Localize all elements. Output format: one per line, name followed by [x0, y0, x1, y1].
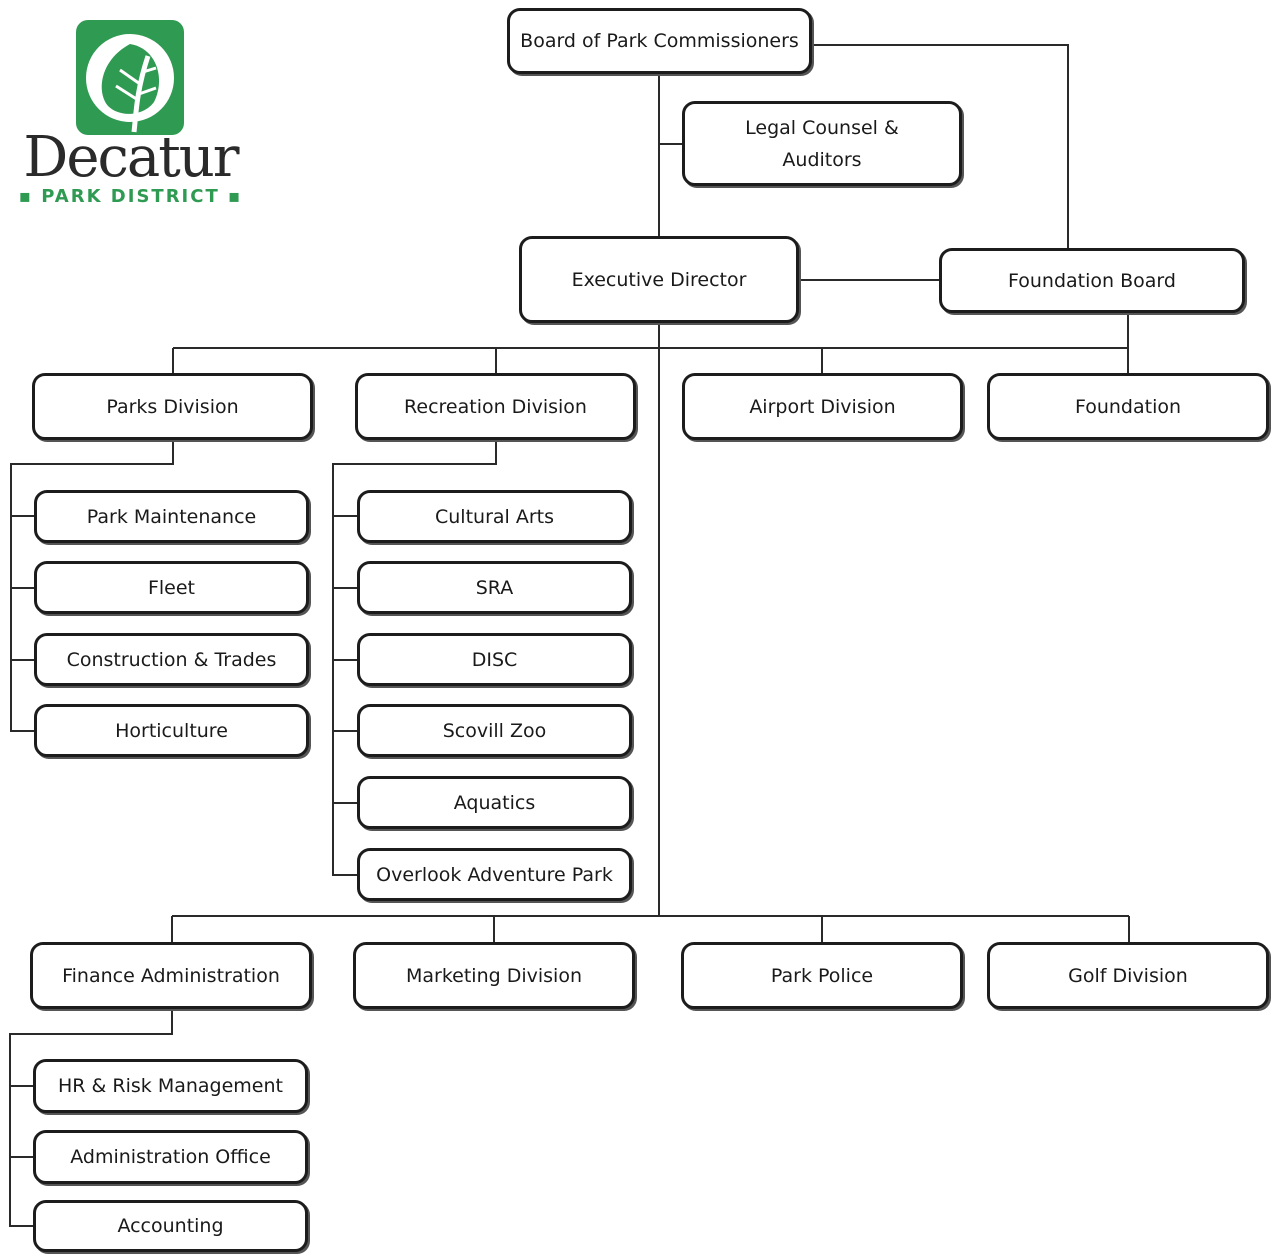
- node-label: Foundation: [1074, 395, 1182, 418]
- node-administration-office: Administration Office: [33, 1130, 308, 1184]
- node-overlook-adventure-park: Overlook Adventure Park: [357, 848, 632, 901]
- node-fleet: Fleet: [34, 561, 309, 614]
- node-hr-risk-management: HR & Risk Management: [33, 1059, 308, 1113]
- node-label-line1: Legal Counsel &: [745, 116, 899, 139]
- node-horticulture: Horticulture: [34, 704, 309, 757]
- node-legal-counsel-auditors: Legal Counsel & Auditors: [682, 101, 962, 186]
- node-label: Finance Administration: [62, 964, 280, 987]
- node-finance-administration: Finance Administration: [30, 942, 312, 1009]
- node-label: Foundation Board: [1008, 269, 1176, 292]
- node-label: Aquatics: [453, 791, 536, 814]
- node-accounting: Accounting: [33, 1200, 308, 1252]
- node-label: Accounting: [117, 1215, 224, 1237]
- node-executive-director: Executive Director: [519, 236, 799, 323]
- node-marketing-division: Marketing Division: [353, 942, 635, 1009]
- node-label: Construction & Trades: [66, 648, 277, 671]
- node-cultural-arts: Cultural Arts: [357, 490, 632, 543]
- node-label: Park Maintenance: [86, 505, 257, 528]
- node-label: Fleet: [147, 576, 196, 599]
- node-airport-division: Airport Division: [682, 373, 963, 440]
- node-disc: DISC: [357, 633, 632, 686]
- node-label: Airport Division: [749, 395, 896, 418]
- node-recreation-division: Recreation Division: [355, 373, 636, 440]
- node-label: Park Police: [770, 964, 874, 987]
- node-label: Board of Park Commissioners: [520, 30, 799, 52]
- node-foundation: Foundation: [987, 373, 1269, 440]
- node-golf-division: Golf Division: [987, 942, 1269, 1009]
- node-label: Marketing Division: [405, 964, 582, 987]
- node-label: Recreation Division: [404, 395, 587, 418]
- leaf-icon: [86, 34, 174, 133]
- node-label: Parks Division: [106, 395, 239, 418]
- node-label: Horticulture: [115, 719, 228, 742]
- node-label: DISC: [471, 648, 518, 671]
- node-park-police: Park Police: [681, 942, 963, 1009]
- node-label: Cultural Arts: [434, 505, 554, 528]
- decatur-park-district-logo: Decatur ▪ PARK DISTRICT ▪: [18, 20, 243, 215]
- node-label: Executive Director: [571, 268, 747, 291]
- node-label: Overlook Adventure Park: [376, 863, 613, 886]
- node-sra: SRA: [357, 561, 632, 614]
- node-foundation-board: Foundation Board: [939, 248, 1245, 313]
- node-construction-trades: Construction & Trades: [34, 633, 309, 686]
- node-parks-division: Parks Division: [32, 373, 313, 440]
- logo-subtitle: ▪ PARK DISTRICT ▪: [18, 186, 243, 207]
- node-label: Administration Office: [70, 1146, 271, 1168]
- node-board-of-park-commissioners: Board of Park Commissioners: [507, 8, 812, 74]
- node-label: HR & Risk Management: [58, 1075, 283, 1097]
- node-label-line2: Auditors: [782, 148, 862, 171]
- node-park-maintenance: Park Maintenance: [34, 490, 309, 543]
- node-label: Scovill Zoo: [442, 719, 547, 742]
- node-aquatics: Aquatics: [357, 776, 632, 829]
- node-label: SRA: [475, 576, 514, 599]
- node-label: Golf Division: [1068, 964, 1188, 987]
- node-scovill-zoo: Scovill Zoo: [357, 704, 632, 757]
- logo-wordmark: Decatur: [23, 125, 239, 190]
